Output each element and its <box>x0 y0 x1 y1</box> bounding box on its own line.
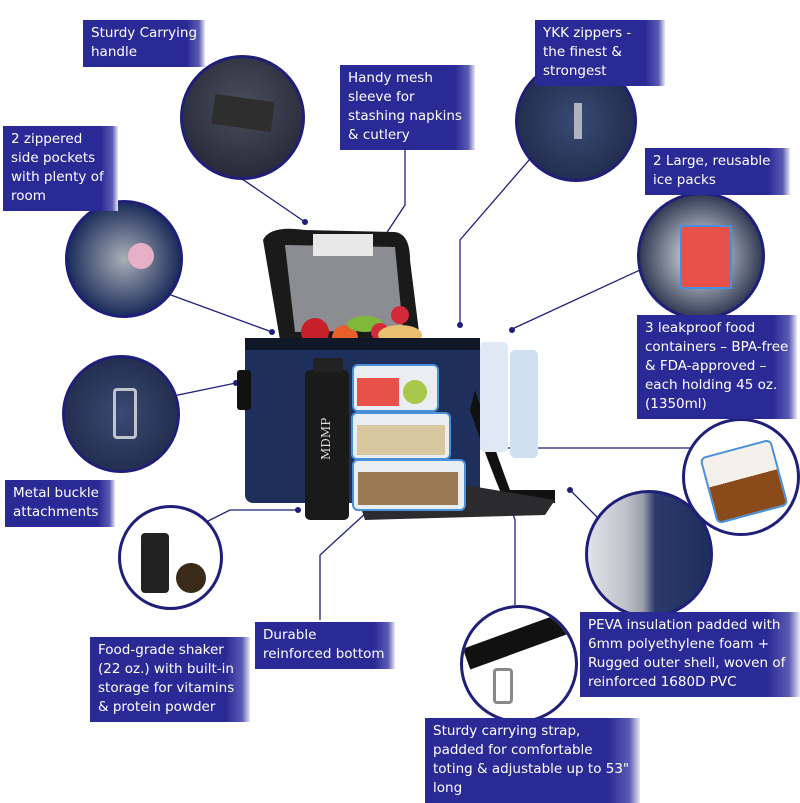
buckle-clip <box>113 388 137 439</box>
feature-label-ykk-zippers: YKK zippers - the finest & strongest <box>535 20 665 86</box>
side-buckle <box>237 370 251 410</box>
handle-strap <box>211 93 275 133</box>
container-preview <box>680 225 732 289</box>
leader-dot-ice-packs <box>509 327 515 333</box>
zipper-pull <box>574 103 582 139</box>
detail-circle-buckle <box>62 355 180 473</box>
mesh-sleeve-panel <box>285 245 403 332</box>
grain-food <box>358 472 458 505</box>
shaker-cap <box>313 358 343 372</box>
shaker-bottle <box>305 370 349 520</box>
leader-dot-shaker <box>295 507 301 513</box>
detail-circle-insulation <box>585 490 713 618</box>
feature-label-peva-insulation: PEVA insulation padded with 6mm polyethy… <box>580 612 800 697</box>
leader-dot-peva <box>567 487 573 493</box>
leader-bottom <box>319 511 368 620</box>
leader-ykk <box>459 129 556 325</box>
leader-dot-side-pockets <box>269 329 275 335</box>
napkin <box>313 234 373 256</box>
feature-label-strap: Sturdy carrying strap, padded for comfor… <box>425 718 640 803</box>
lunch-bag-product-image: MDMP <box>237 228 555 520</box>
feature-label-reinforced-bottom: Durable reinforced bottom <box>255 622 395 669</box>
watermelon <box>357 378 399 406</box>
feature-label-handle: Sturdy Carrying handle <box>83 20 205 67</box>
detail-circle-strap <box>460 605 578 723</box>
detail-circle-handle <box>180 55 305 180</box>
pill-container <box>176 563 206 593</box>
feature-label-food-containers: 3 leakproof food containers – BPA-free &… <box>637 315 797 419</box>
feature-label-side-pockets: 2 zippered side pockets with plenty of r… <box>3 126 118 211</box>
ice-pack-2 <box>510 350 538 458</box>
feature-label-mesh-sleeve: Handy mesh sleeve for stashing napkins &… <box>340 65 475 150</box>
leader-ice-packs <box>509 269 641 331</box>
ice-pack-1 <box>480 342 508 452</box>
leader-dot-ykk <box>457 322 463 328</box>
leakproof-container <box>699 438 789 525</box>
leader-mesh-sleeve <box>379 125 406 244</box>
feature-label-shaker: Food-grade shaker (22 oz.) with built-in… <box>90 637 250 722</box>
strap-clip <box>493 668 513 704</box>
pocket-item <box>128 243 154 269</box>
leader-dot-handle <box>302 219 308 225</box>
detail-circle-container <box>682 418 800 536</box>
detail-circle-side-pocket <box>65 200 183 318</box>
shaker-compartment <box>141 533 169 593</box>
grapes <box>403 380 427 404</box>
salad <box>357 425 445 455</box>
feature-label-metal-buckle: Metal buckle attachments <box>5 480 115 527</box>
detail-circle-ice-pack <box>637 192 765 320</box>
strawberry <box>391 306 409 324</box>
bag-zipper-track <box>245 338 480 350</box>
leader-shaker <box>199 509 298 526</box>
detail-circle-shaker <box>118 505 223 610</box>
shaker-brand: MDMP <box>319 418 333 460</box>
feature-label-ice-packs: 2 Large, reusable ice packs <box>645 148 790 195</box>
